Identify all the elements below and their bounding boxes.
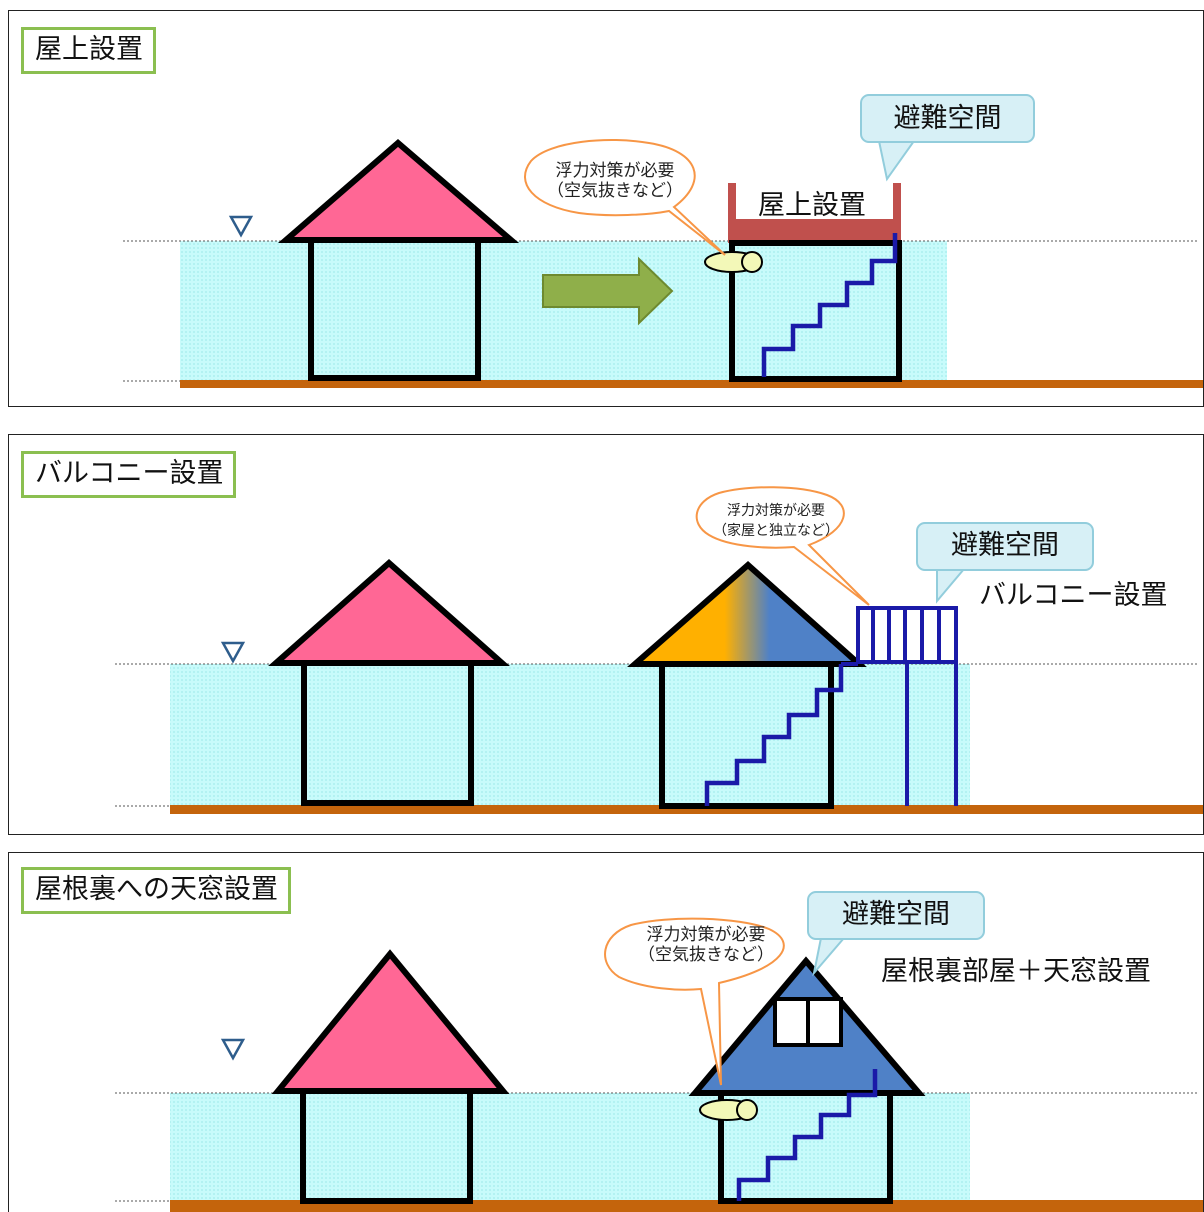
panel-rooftop-drawing <box>123 94 1203 388</box>
house-body <box>308 237 481 381</box>
rooftop-shelter <box>728 183 901 243</box>
panel-attic-drawing <box>115 891 1203 1212</box>
callout-line-1: 浮力対策が必要 <box>555 161 675 181</box>
callout-text: 浮力対策が必要 （空気抜きなど） <box>621 925 791 965</box>
water-level-symbol <box>228 215 254 238</box>
water-level-symbol <box>220 1038 246 1061</box>
tag-box <box>916 522 1094 571</box>
house-body <box>300 1088 473 1204</box>
callout-text: 浮力対策が必要 （空気抜きなど） <box>535 161 695 201</box>
panel-balcony: バルコニー設置 浮力対策が必要 （家屋と独立など） 避難空間 バルコニー設置 <box>8 434 1204 835</box>
panel-balcony-drawing <box>115 486 1203 814</box>
structure-label: バルコニー設置 <box>979 580 1168 611</box>
callout-bubble <box>604 917 785 1086</box>
tag-label: 避難空間 <box>951 530 1059 561</box>
vent-pipe-end <box>741 251 763 273</box>
house-roof <box>271 949 510 1094</box>
panel-title: 屋根裏への天窓設置 <box>21 867 291 914</box>
house-body-right <box>718 1090 893 1204</box>
panel-rooftop: 屋上設置 浮力対策が必要 （空気抜きなど） 避難空間 屋上設置 <box>8 10 1204 407</box>
house-roof-right <box>627 560 867 667</box>
panel-attic-skylight: 屋根裏への天窓設置 浮力対策が必要 （空気抜きなど） 避難空間 屋根裏部屋＋天窓… <box>8 852 1204 1212</box>
balcony <box>841 606 958 806</box>
house-body-right <box>659 661 834 809</box>
stairs <box>704 664 844 806</box>
callout-line-1: 浮力対策が必要 <box>646 925 766 945</box>
callout-bubble <box>695 486 870 606</box>
callout-text: 浮力対策が必要 （家屋と独立など） <box>701 501 851 541</box>
panel-title: バルコニー設置 <box>21 451 237 498</box>
house-roof <box>277 139 520 243</box>
stairs <box>761 233 898 377</box>
tag-box <box>860 94 1035 143</box>
callout-line-2: （空気抜きなど） <box>547 181 683 201</box>
water-area <box>180 241 947 381</box>
ground <box>170 805 1203 814</box>
tag-pointer <box>877 140 916 182</box>
stairs <box>736 1069 878 1201</box>
house-roof <box>268 558 510 666</box>
tag-pointer <box>936 568 967 604</box>
vent-pipe-end <box>736 1099 758 1121</box>
house-body-right <box>729 240 902 382</box>
water-area <box>170 664 970 806</box>
callout-line-2: （空気抜きなど） <box>638 945 774 965</box>
tag-label: 避難空間 <box>842 899 950 930</box>
skylight-window <box>773 997 843 1047</box>
callout-line-2: （家屋と独立など） <box>713 523 839 539</box>
house-body <box>301 660 474 806</box>
callout-line-1: 浮力対策が必要 <box>727 503 825 519</box>
water-level-symbol <box>220 641 246 664</box>
structure-label: 屋上設置 <box>758 190 866 221</box>
tag-label: 避難空間 <box>893 103 1002 134</box>
callout-bubble <box>524 139 726 256</box>
ground <box>180 380 1203 388</box>
tag-box <box>807 891 985 940</box>
panel-title: 屋上設置 <box>21 27 156 74</box>
arrow-right <box>542 256 674 326</box>
tag-pointer <box>812 937 847 977</box>
structure-label: 屋根裏部屋＋天窓設置 <box>881 956 1151 987</box>
